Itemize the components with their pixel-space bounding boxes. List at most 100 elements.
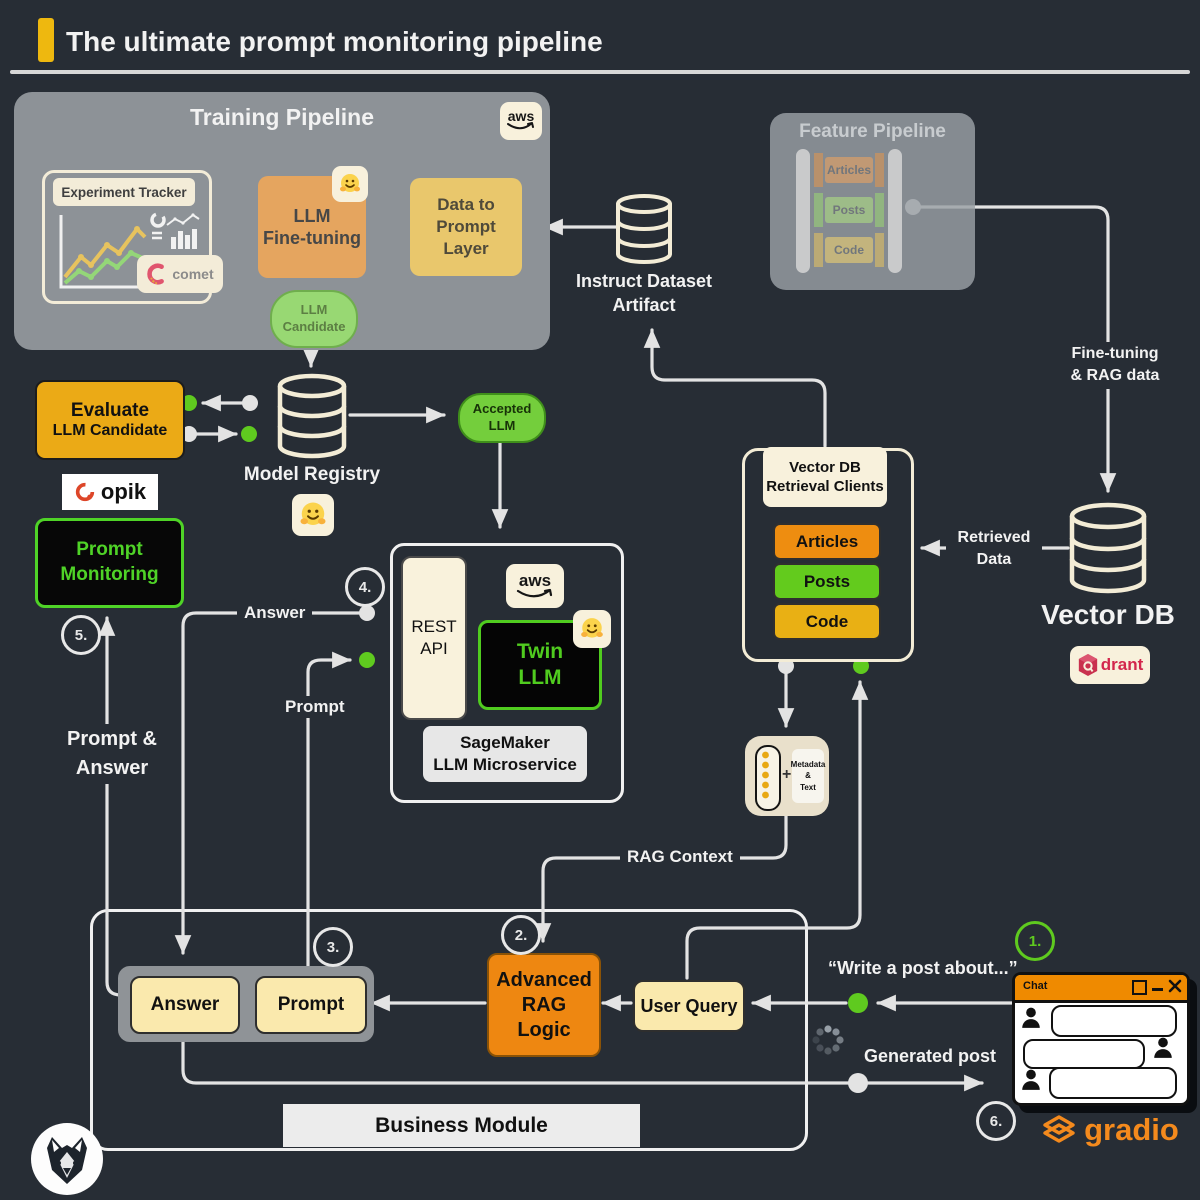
instruct-dataset-icon xyxy=(616,194,672,264)
step-4-badge: 4. xyxy=(345,567,385,607)
model-registry-label: Model Registry xyxy=(243,464,381,485)
user-query-box: User Query xyxy=(633,980,745,1032)
prompt-flow-label: Prompt xyxy=(278,696,352,718)
edge-prompt-answer-up xyxy=(98,616,123,997)
metadata-label: Metadata & Text xyxy=(791,749,825,803)
experiment-tracker-label: Experiment Tracker xyxy=(53,178,195,206)
opik-logo: opik xyxy=(62,474,158,510)
edge-answer-down xyxy=(174,611,368,955)
instruct-dataset-label: Instruct Dataset Artifact xyxy=(575,270,713,315)
feature-pipeline-panel: Feature Pipeline Articles Posts Code xyxy=(770,113,975,290)
qdrant-logo: drant xyxy=(1070,646,1150,684)
chat-bubble xyxy=(1051,1005,1177,1037)
step-1-badge: 1. xyxy=(1015,921,1055,961)
bot-avatar-icon xyxy=(1154,1037,1172,1058)
feature-tab xyxy=(814,193,823,227)
edge-prompt-up xyxy=(306,651,352,976)
advanced-rag-box: Advanced RAG Logic xyxy=(487,953,601,1057)
title-accent-bar xyxy=(38,18,54,62)
page-title: The ultimate prompt monitoring pipeline xyxy=(66,26,603,57)
feature-tab xyxy=(875,233,884,267)
prompt-answer-label: Prompt & Answer xyxy=(55,724,169,784)
chat-window: Chat xyxy=(1012,972,1190,1106)
vector-db-label: Vector DB xyxy=(1041,599,1175,630)
qdrant-label: drant xyxy=(1100,655,1144,674)
edge-query-to-retrieval xyxy=(685,680,869,980)
huggingface-icon xyxy=(292,494,334,536)
feature-rail-right xyxy=(888,149,902,273)
opik-label: opik xyxy=(100,479,147,504)
feature-tab xyxy=(814,153,823,187)
wolf-logo xyxy=(30,1122,104,1196)
comet-logo: comet xyxy=(137,255,223,293)
edge-retrieval-to-artifact xyxy=(643,328,827,448)
prompt-box: Prompt xyxy=(255,976,367,1034)
close-icon[interactable] xyxy=(1168,979,1182,993)
edge-answer-to-generated xyxy=(181,1030,852,1085)
write-post-label: “Write a post about...” xyxy=(828,958,1018,978)
gradio-logo: gradio xyxy=(1040,1108,1180,1152)
articles-button[interactable]: Articles xyxy=(773,523,881,560)
step-5-badge: 5. xyxy=(61,615,101,655)
vector-pill-icon xyxy=(755,745,781,811)
aws-icon: aws xyxy=(500,102,542,140)
aws-icon: aws xyxy=(506,564,564,608)
chat-bubble xyxy=(1049,1067,1177,1099)
accepted-llm-pill: Accepted LLM xyxy=(458,393,546,443)
retrieved-data-label: Retrieved Data xyxy=(946,526,1042,573)
feature-tab xyxy=(814,233,823,267)
feature-row-posts: Posts xyxy=(825,197,873,223)
metrics-icons xyxy=(150,212,200,249)
sagemaker-module: REST API aws Twin LLM SageMaker LLM Micr… xyxy=(390,543,624,803)
retrieval-clients-title: Vector DB Retrieval Clients xyxy=(763,447,887,507)
rest-api-box: REST API xyxy=(401,556,467,720)
step-6-badge: 6. xyxy=(976,1101,1016,1141)
chat-bubble xyxy=(1023,1039,1145,1069)
feature-tab xyxy=(875,193,884,227)
feature-row-articles: Articles xyxy=(825,157,873,183)
step-2-badge: 2. xyxy=(501,915,541,955)
edge-rag-context xyxy=(534,813,788,943)
user-avatar-icon xyxy=(1022,1069,1040,1090)
user-avatar-icon xyxy=(1022,1007,1040,1028)
rag-context-label: RAG Context xyxy=(620,846,740,868)
gradio-label: gradio xyxy=(1084,1112,1179,1147)
llm-candidate-pill: LLM Candidate xyxy=(270,290,358,348)
line-chart-icon xyxy=(59,215,149,289)
feature-pipeline-title: Feature Pipeline xyxy=(799,121,946,142)
maximize-icon[interactable] xyxy=(1132,980,1147,995)
evaluate-llm-box: Evaluate LLM Candidate xyxy=(35,380,185,460)
posts-button[interactable]: Posts xyxy=(773,563,881,600)
retrieval-clients-box: Vector DB Retrieval Clients Articles Pos… xyxy=(742,447,914,662)
model-registry-icon xyxy=(277,373,347,459)
answer-box: Answer xyxy=(130,976,240,1034)
step-3-badge: 3. xyxy=(313,927,353,967)
prompt-monitoring-box: Prompt Monitoring xyxy=(35,518,184,608)
plus-sign: + xyxy=(782,766,792,783)
comet-label: comet xyxy=(172,266,214,282)
feature-rail-left xyxy=(796,149,810,273)
fine-tuning-rag-label: Fine-tuning & RAG data xyxy=(1058,342,1172,389)
code-button[interactable]: Code xyxy=(773,603,881,640)
sagemaker-label: SageMaker LLM Microservice xyxy=(423,726,587,782)
business-module-frame xyxy=(90,909,808,1151)
minimize-icon[interactable] xyxy=(1152,988,1163,991)
huggingface-icon xyxy=(332,166,368,202)
vector-db-icon xyxy=(1069,502,1147,594)
loading-spinner-icon xyxy=(812,1025,844,1055)
edge-feature-to-vectordb xyxy=(911,205,1117,493)
huggingface-icon xyxy=(573,610,611,648)
training-pipeline-panel: Training Pipeline aws Experiment Tracker xyxy=(14,92,550,350)
chat-title: Chat xyxy=(1023,980,1048,992)
experiment-tracker-card: Experiment Tracker comet xyxy=(42,170,223,304)
training-pipeline-title: Training Pipeline xyxy=(189,104,375,130)
feature-tab xyxy=(875,153,884,187)
gradio-icon xyxy=(1043,1115,1075,1143)
answer-flow-label: Answer xyxy=(237,602,313,624)
data-to-prompt-box: Data to Prompt Layer xyxy=(410,178,522,276)
business-module-label: Business Module xyxy=(283,1104,640,1147)
generated-post-label: Generated post xyxy=(864,1046,997,1066)
chat-titlebar: Chat xyxy=(1015,975,1187,1003)
feature-row-code: Code xyxy=(825,237,873,263)
